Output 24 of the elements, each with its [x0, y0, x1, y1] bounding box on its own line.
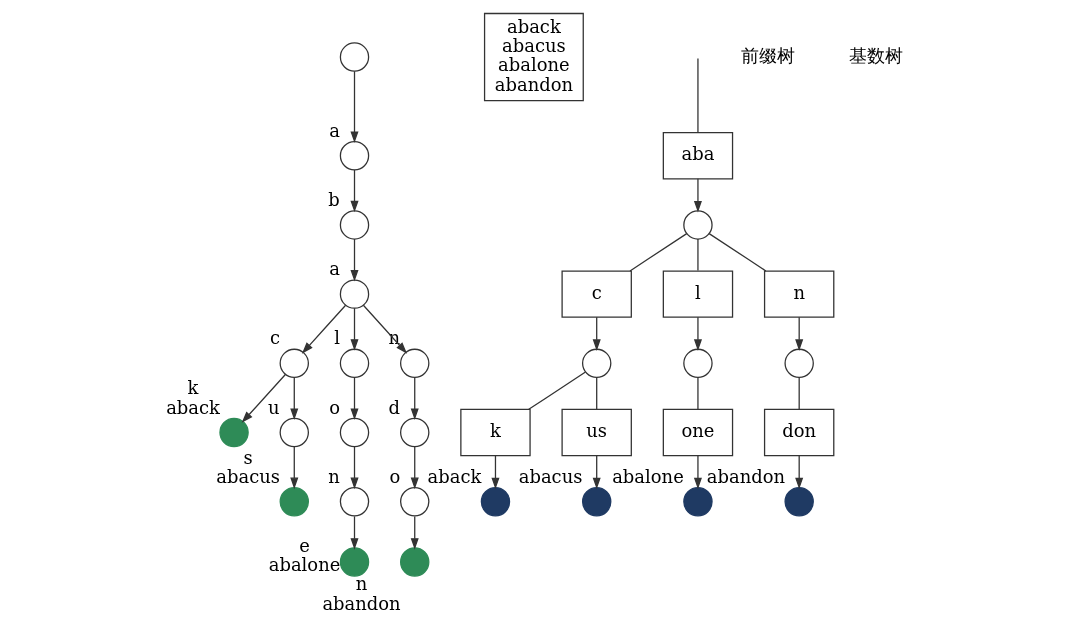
node-label: abacus [518, 465, 583, 487]
node-label: k [187, 377, 199, 399]
node-label: o [329, 396, 341, 418]
node-label: abandon [322, 592, 401, 614]
node-label: e [299, 534, 310, 556]
node-label: aback [427, 465, 482, 487]
node-label: aback [166, 396, 220, 418]
node-label: l [334, 327, 341, 349]
node-label: a [329, 258, 340, 280]
node-label: abalone [268, 554, 341, 576]
node-label: abalone [612, 465, 684, 487]
node-label: n [355, 573, 368, 595]
node-label: o [389, 465, 401, 487]
label: 基数树 [849, 44, 904, 66]
node-label: d [388, 396, 400, 418]
node-label: s [243, 446, 253, 468]
node-label: c [270, 327, 281, 349]
label: 前缀树 [741, 44, 796, 66]
node-label: n [328, 465, 340, 487]
node-label: u [267, 396, 280, 418]
node-label: abandon [706, 465, 786, 487]
node-label: a [329, 119, 340, 141]
node-label: b [328, 188, 340, 210]
node-label: abacus [216, 465, 280, 487]
